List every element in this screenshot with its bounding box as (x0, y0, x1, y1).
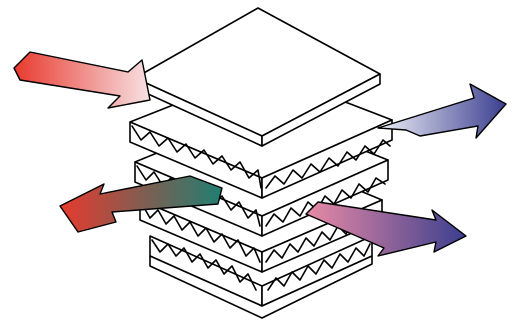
arrow-top-left (14, 52, 150, 108)
arrow-top-right (378, 84, 506, 138)
